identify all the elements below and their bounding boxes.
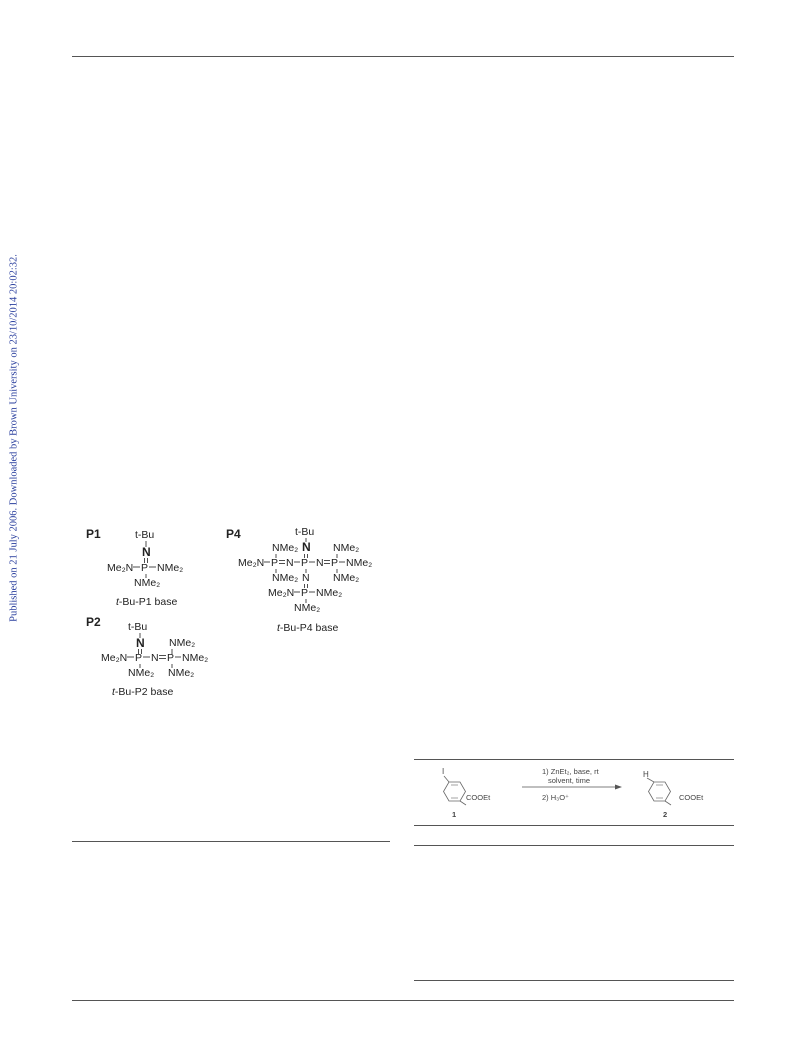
p4-nitrogen: N bbox=[302, 540, 311, 554]
p2-phosphorus-1: P bbox=[135, 652, 142, 664]
compound-label-1: 1 bbox=[452, 810, 456, 819]
p4-row4-left: Me₂N bbox=[268, 587, 294, 599]
p1-caption: t-Bu-P1 base bbox=[116, 596, 177, 608]
p4-row4-right: NMe₂ bbox=[316, 587, 342, 599]
p1-phosphorus: P bbox=[141, 562, 148, 574]
p2-right: NMe₂ bbox=[182, 652, 208, 664]
step-1: 1) ZnEt₂, base, rt bbox=[542, 767, 600, 776]
table-scheme-rule bbox=[414, 825, 734, 826]
p4-structure: P4 t-Bu NMe₂ N NMe₂ Me₂N P N P N P NMe₂ … bbox=[226, 526, 372, 634]
p4-row5: NMe₂ bbox=[294, 602, 320, 614]
p4-caption: t-Bu-P4 base bbox=[277, 622, 338, 634]
p4-row2-right: NMe₂ bbox=[346, 557, 372, 569]
iodo-substituent: I bbox=[442, 767, 444, 776]
p4-row3-right: NMe₂ bbox=[333, 572, 359, 584]
p4-row1-right: NMe₂ bbox=[333, 542, 359, 554]
p2-caption: t-Bu-P2 base bbox=[112, 686, 173, 698]
p2-nitrogen: N bbox=[136, 636, 145, 650]
p2-label: P2 bbox=[86, 615, 101, 629]
p4-row3-nitrogen: N bbox=[302, 572, 310, 584]
step-2: 2) H₃O⁺ bbox=[542, 793, 569, 802]
table-top-rule bbox=[414, 759, 734, 760]
p2-imine-nitrogen: N bbox=[151, 652, 159, 664]
p2-bottom-right: NMe₂ bbox=[168, 667, 194, 679]
p2-structure: P2 t-Bu N NMe₂ Me₂N P N P NMe₂ NMe₂ NMe₂… bbox=[86, 615, 208, 698]
p1-tbu: t-Bu bbox=[135, 529, 154, 541]
p1-right: NMe₂ bbox=[157, 562, 183, 574]
header-rule bbox=[72, 56, 734, 57]
footnote-rule bbox=[72, 841, 390, 842]
p1-structure: P1 t-Bu N Me₂N P NMe₂ NMe₂ t-Bu-P1 base bbox=[86, 527, 183, 608]
p4-row1-left: NMe₂ bbox=[272, 542, 298, 554]
p1-left: Me₂N bbox=[107, 562, 133, 574]
footer-rule bbox=[72, 1000, 734, 1001]
download-notice-text: Published on 21 July 2006. Downloaded by… bbox=[8, 253, 20, 622]
table-header-rule bbox=[414, 845, 734, 846]
p4-label: P4 bbox=[226, 527, 241, 541]
step-1-solvent: solvent, time bbox=[548, 776, 590, 785]
reaction-scheme: I COOEt 1 1) ZnEt₂, base, rt solvent, ti… bbox=[442, 767, 704, 819]
p4-phosphorus-a: P bbox=[271, 557, 278, 569]
p1-bottom: NMe₂ bbox=[134, 577, 160, 589]
p4-phosphorus-b: P bbox=[331, 557, 338, 569]
p4-tbu: t-Bu bbox=[295, 526, 314, 538]
starting-material: I COOEt 1 bbox=[442, 767, 491, 819]
p4-nitrogen-b: N bbox=[316, 557, 324, 569]
p1-label: P1 bbox=[86, 527, 101, 541]
table-bottom-rule bbox=[414, 980, 734, 981]
phosphazene-bases-figure: P1 t-Bu N Me₂N P NMe₂ NMe₂ t-Bu-P1 base … bbox=[86, 526, 372, 698]
p4-nitrogen-a: N bbox=[286, 557, 294, 569]
reaction-conditions: 1) ZnEt₂, base, rt solvent, time 2) H₃O⁺ bbox=[522, 767, 622, 802]
p2-tbu: t-Bu bbox=[128, 621, 147, 633]
p4-phosphorus-center: P bbox=[301, 557, 308, 569]
p4-row3-left: NMe₂ bbox=[272, 572, 298, 584]
download-notice[interactable]: Published on 21 July 2006. Downloaded by… bbox=[4, 240, 24, 635]
p4-row2-left: Me₂N bbox=[238, 557, 264, 569]
p2-bottom-left: NMe₂ bbox=[128, 667, 154, 679]
hydro-substituent: H bbox=[643, 770, 649, 779]
p2-top-right: NMe₂ bbox=[169, 637, 195, 649]
ester-start: COOEt bbox=[466, 793, 491, 802]
p2-phosphorus-2: P bbox=[167, 652, 174, 664]
p4-phosphorus-c: P bbox=[301, 587, 308, 599]
p2-left: Me₂N bbox=[101, 652, 127, 664]
ester-product: COOEt bbox=[679, 793, 704, 802]
product: H COOEt 2 bbox=[643, 770, 704, 819]
p1-nitrogen: N bbox=[142, 545, 151, 559]
compound-label-2: 2 bbox=[663, 810, 667, 819]
